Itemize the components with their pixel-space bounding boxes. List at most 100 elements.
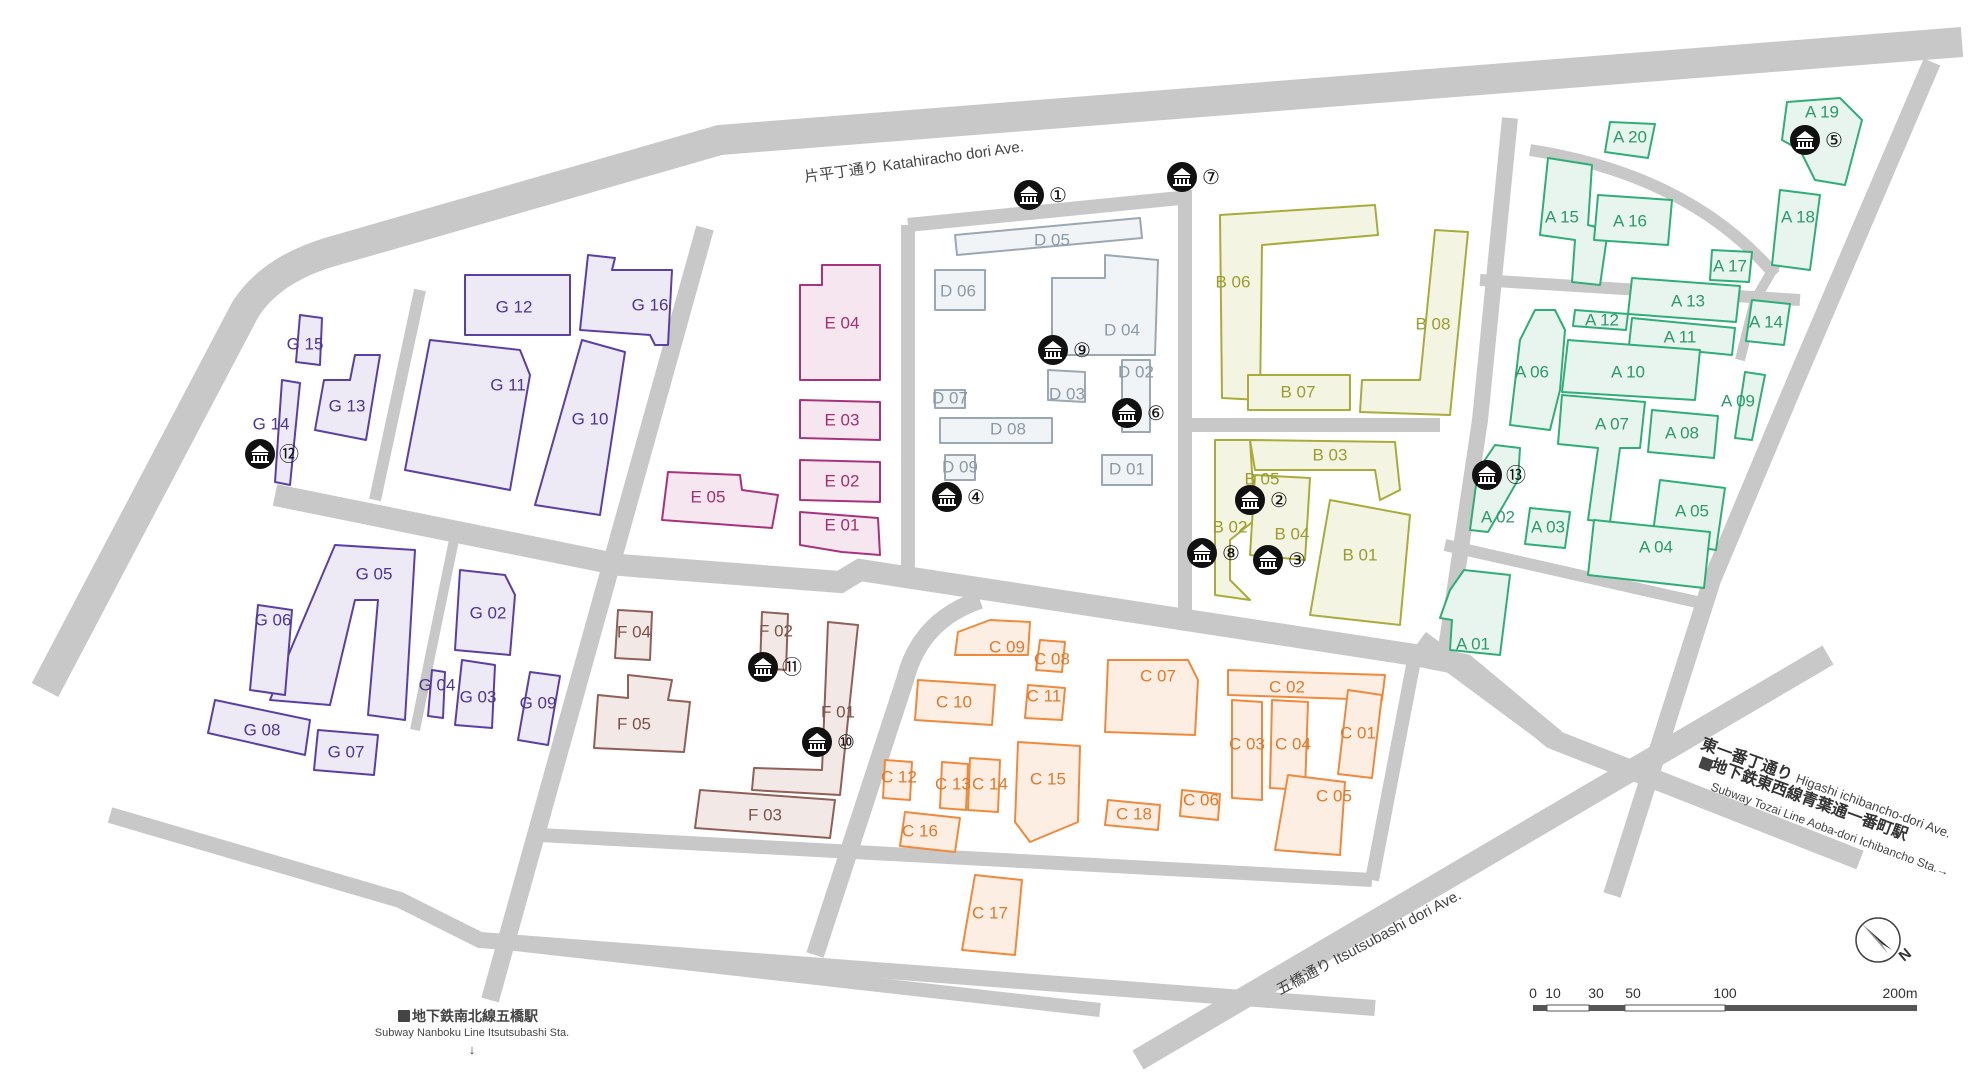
marker-7[interactable]: ⑦ <box>1167 162 1220 192</box>
building-D09[interactable] <box>944 454 976 481</box>
building-B07[interactable] <box>1247 374 1351 411</box>
marker-8[interactable]: ⑧ <box>1187 538 1240 568</box>
building-B03[interactable] <box>1249 439 1401 501</box>
building-D04[interactable] <box>1051 254 1159 356</box>
label-C03: C 03 <box>1229 734 1265 753</box>
building-B06[interactable] <box>1219 204 1379 401</box>
building-C05[interactable] <box>1274 774 1346 856</box>
building-F05[interactable] <box>593 674 691 753</box>
building-D01[interactable] <box>1101 454 1153 486</box>
marker-9[interactable]: ⑨ <box>1038 335 1091 365</box>
label-C14: C 14 <box>972 774 1008 793</box>
building-C09[interactable] <box>954 619 1031 656</box>
building-G03[interactable] <box>454 659 496 729</box>
label-G09: G 09 <box>520 693 557 712</box>
building-B08[interactable] <box>1359 229 1469 416</box>
label-F01: F 01 <box>821 702 855 721</box>
building-D07[interactable] <box>934 389 966 409</box>
building-E02[interactable] <box>799 459 881 503</box>
building-D03[interactable] <box>1047 369 1086 403</box>
building-C18[interactable] <box>1104 799 1161 831</box>
building-E01[interactable] <box>799 511 881 556</box>
building-C14[interactable] <box>967 757 1001 813</box>
marker-4[interactable]: ④ <box>932 482 985 512</box>
label-A01: A 01 <box>1456 634 1490 653</box>
building-G04[interactable] <box>427 669 446 719</box>
building-A20[interactable] <box>1604 121 1656 159</box>
building-G08[interactable] <box>207 699 311 756</box>
marker-10[interactable]: ⑩ <box>802 727 855 757</box>
building-F04[interactable] <box>614 609 653 661</box>
building-C11[interactable] <box>1024 684 1066 721</box>
building-B01[interactable] <box>1309 499 1411 626</box>
building-C08[interactable] <box>1035 639 1066 673</box>
building-C12[interactable] <box>882 759 913 801</box>
building-G13[interactable] <box>314 354 381 441</box>
building-G12[interactable] <box>464 274 571 336</box>
marker-number: ① <box>1049 185 1067 207</box>
label-D02: D 02 <box>1118 362 1154 381</box>
building-A14[interactable] <box>1745 299 1791 346</box>
building-B05[interactable] <box>1214 439 1256 601</box>
marker-13[interactable]: ⑬ <box>1472 460 1526 490</box>
building-C10[interactable] <box>914 679 996 726</box>
building-G14[interactable] <box>274 379 301 486</box>
marker-2[interactable]: ② <box>1235 485 1288 515</box>
building-C13[interactable] <box>939 761 969 811</box>
marker-3[interactable]: ③ <box>1253 545 1306 575</box>
building-G15[interactable] <box>295 314 323 366</box>
building-B04[interactable] <box>1249 474 1311 561</box>
building-G06[interactable] <box>249 604 293 696</box>
road-g-ns-low <box>410 533 460 732</box>
marker-11[interactable]: ⑪ <box>748 652 802 682</box>
building-A09[interactable] <box>1734 371 1766 441</box>
building-G07[interactable] <box>313 729 379 776</box>
building-C03[interactable] <box>1231 699 1263 801</box>
building-D08[interactable] <box>939 417 1053 444</box>
building-D05[interactable] <box>954 217 1143 256</box>
building-A13[interactable] <box>1627 277 1741 323</box>
subway-icon <box>398 1010 410 1022</box>
building-G05[interactable] <box>269 544 416 721</box>
label-B03: B 03 <box>1313 445 1348 464</box>
label-A13: A 13 <box>1671 291 1705 310</box>
building-G11[interactable] <box>404 339 531 491</box>
marker-12[interactable]: ⑫ <box>245 439 299 469</box>
building-C16[interactable] <box>899 811 961 853</box>
building-A08[interactable] <box>1647 409 1719 459</box>
building-E03[interactable] <box>799 399 881 441</box>
compass-needle-light <box>1862 924 1888 954</box>
building-A06[interactable] <box>1509 309 1566 431</box>
building-F03[interactable] <box>694 789 836 839</box>
building-C15[interactable] <box>1014 741 1081 843</box>
museum-icon-glyph <box>754 658 772 676</box>
building-G02[interactable] <box>454 569 516 656</box>
building-A18[interactable] <box>1771 189 1821 271</box>
marker-5[interactable]: ⑤ <box>1790 125 1843 155</box>
building-D06[interactable] <box>934 269 986 311</box>
building-A03[interactable] <box>1524 507 1571 549</box>
building-C06[interactable] <box>1179 789 1221 821</box>
building-G16[interactable] <box>579 254 673 346</box>
building-A17[interactable] <box>1709 249 1753 283</box>
road-label-itsutsubashi: 五橋通り Itsutsubashi dori Ave. <box>1274 887 1464 999</box>
building-G10[interactable] <box>534 339 626 516</box>
building-C07[interactable] <box>1104 659 1199 736</box>
building-A19[interactable] <box>1781 97 1863 186</box>
marker-6[interactable]: ⑥ <box>1112 398 1165 428</box>
building-A16[interactable] <box>1593 194 1673 246</box>
building-E05[interactable] <box>661 471 779 529</box>
building-G09[interactable] <box>517 671 561 746</box>
label-B05: B 05 <box>1245 469 1280 488</box>
building-F01[interactable] <box>751 621 859 796</box>
building-A15[interactable] <box>1539 157 1609 286</box>
building-C17[interactable] <box>961 874 1023 956</box>
building-E04[interactable] <box>799 264 881 381</box>
building-A04[interactable] <box>1587 519 1711 589</box>
building-A12[interactable] <box>1572 309 1629 331</box>
building-A01[interactable] <box>1439 569 1511 656</box>
marker-1[interactable]: ① <box>1014 180 1067 210</box>
building-C01[interactable] <box>1337 689 1383 779</box>
building-A10[interactable] <box>1561 339 1701 401</box>
